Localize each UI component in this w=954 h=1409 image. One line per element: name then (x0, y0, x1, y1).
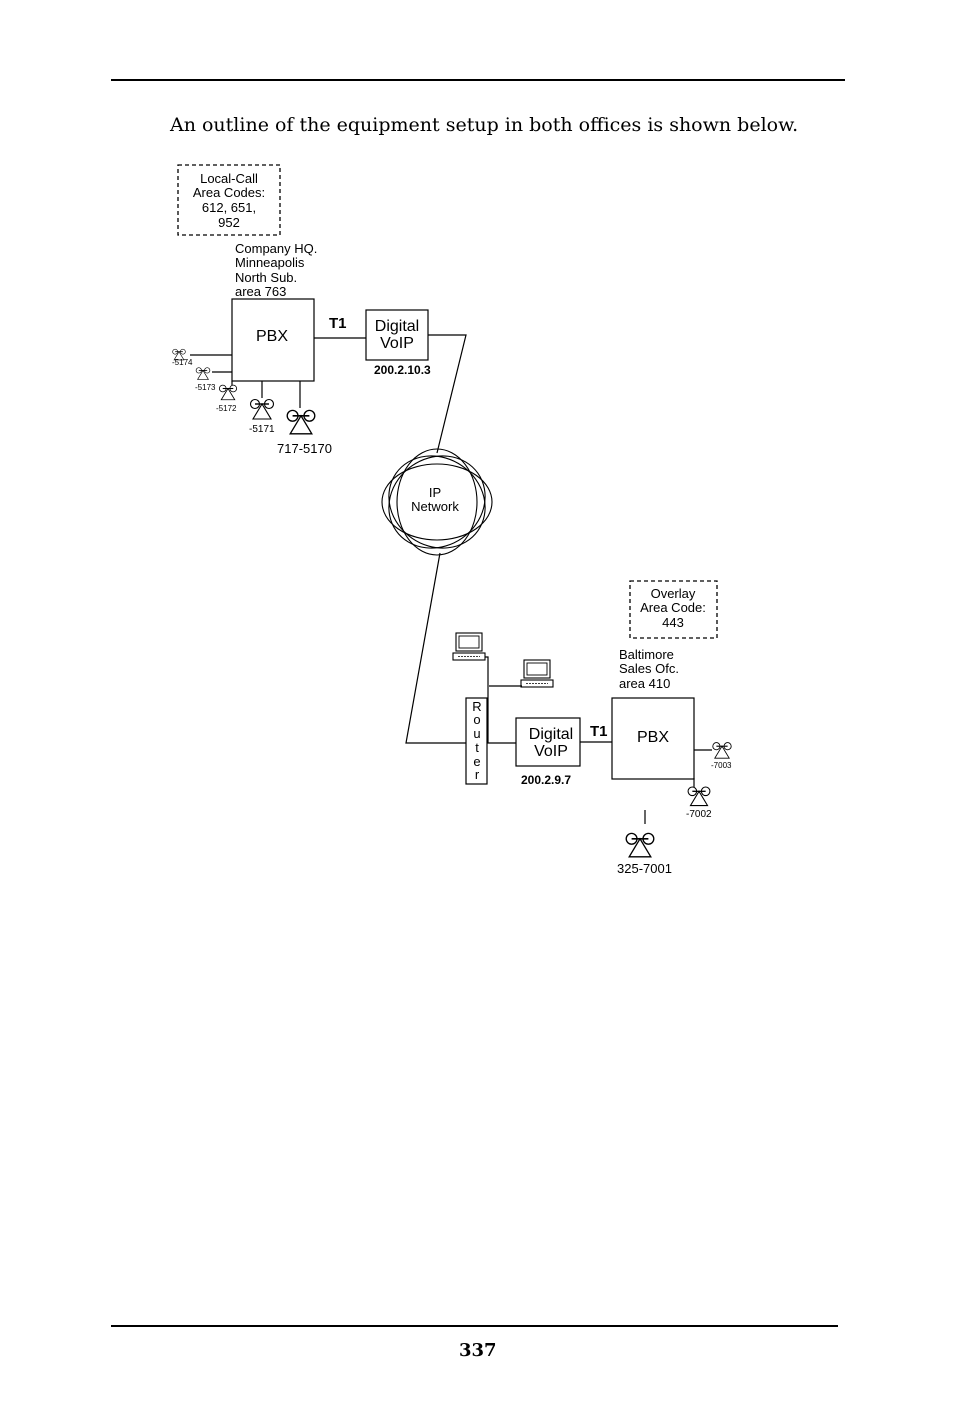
page-number: 337 (459, 1340, 497, 1361)
svg-text:u: u (473, 726, 480, 741)
ip-network: IP Network (381, 448, 493, 556)
hq-area-line: Local-Call (200, 171, 258, 186)
svg-text:area 763: area 763 (235, 284, 286, 299)
svg-text:Digital: Digital (375, 318, 419, 335)
svg-text:443: 443 (662, 615, 684, 630)
balt-digital-voip: Digital VoIP (515, 717, 581, 767)
svg-text:-5173: -5173 (195, 383, 216, 392)
hq-t1-label: T1 (329, 315, 347, 332)
svg-text:PBX: PBX (256, 328, 288, 345)
computer-icon (452, 632, 486, 661)
balt-pbx: PBX (611, 697, 695, 780)
hq-phone-5170: 717-5170 (277, 409, 332, 456)
balt-phone-7003: -7003 (711, 742, 732, 770)
svg-text:Network: Network (411, 499, 459, 514)
svg-text:VoIP: VoIP (380, 335, 414, 352)
svg-text:r: r (475, 767, 480, 782)
svg-text:PBX: PBX (637, 729, 669, 746)
balt-t1-label: T1 (590, 723, 608, 740)
svg-text:area 410: area 410 (619, 676, 670, 691)
balt-area-code-box: Overlay Area Code: 443 (629, 580, 718, 639)
intro-text: An outline of the equipment setup in bot… (170, 114, 799, 136)
svg-text:North Sub.: North Sub. (235, 270, 297, 285)
hq-area-code-box: Local-Call Area Codes: 612, 651, 952 (177, 164, 281, 236)
svg-text:717-5170: 717-5170 (277, 441, 332, 456)
svg-text:Company HQ.: Company HQ. (235, 241, 317, 256)
svg-text:-5174: -5174 (172, 358, 193, 367)
hq-phone-5173: -5173 (195, 367, 216, 392)
svg-text:o: o (473, 712, 480, 727)
svg-text:-5172: -5172 (216, 404, 237, 413)
hq-location-label: Company HQ. Minneapolis North Sub. area … (235, 241, 317, 299)
hq-area-line: Area Codes: (193, 185, 265, 200)
svg-text:Digital: Digital (529, 726, 573, 743)
balt-phone-7001: 325-7001 (617, 832, 672, 876)
hq-phone-5172: -5172 (216, 384, 238, 413)
hq-phone-5171: -5171 (249, 398, 275, 435)
svg-text:-7003: -7003 (711, 761, 732, 770)
svg-text:-5171: -5171 (249, 424, 275, 435)
svg-text:R: R (472, 699, 481, 714)
svg-text:IP: IP (429, 485, 441, 500)
hq-area-line: 612, 651, (202, 200, 256, 215)
hq-digital-voip: Digital VoIP (365, 309, 429, 361)
svg-text:325-7001: 325-7001 (617, 861, 672, 876)
svg-text:Sales Ofc.: Sales Ofc. (619, 661, 679, 676)
svg-text:Minneapolis: Minneapolis (235, 255, 305, 270)
hq-pbx: PBX (231, 298, 315, 382)
balt-voip-ip: 200.2.9.7 (521, 773, 571, 787)
hq-voip-ip: 200.2.10.3 (374, 363, 431, 377)
balt-location-label: Baltimore Sales Ofc. area 410 (619, 647, 679, 691)
hq-phone-5174: -5174 (172, 348, 193, 367)
router: R o u t e r (465, 697, 488, 785)
svg-text:e: e (473, 754, 480, 769)
hq-area-line: 952 (218, 215, 240, 230)
bottom-rule (111, 1325, 838, 1327)
svg-text:Area Code:: Area Code: (640, 600, 706, 615)
svg-text:Baltimore: Baltimore (619, 647, 674, 662)
svg-text:-7002: -7002 (686, 809, 712, 820)
svg-text:VoIP: VoIP (534, 743, 568, 760)
top-rule (111, 79, 845, 81)
balt-phone-7002: -7002 (686, 786, 712, 820)
computer-icon (520, 659, 554, 688)
svg-text:Overlay: Overlay (651, 586, 696, 601)
svg-text:t: t (475, 740, 479, 755)
